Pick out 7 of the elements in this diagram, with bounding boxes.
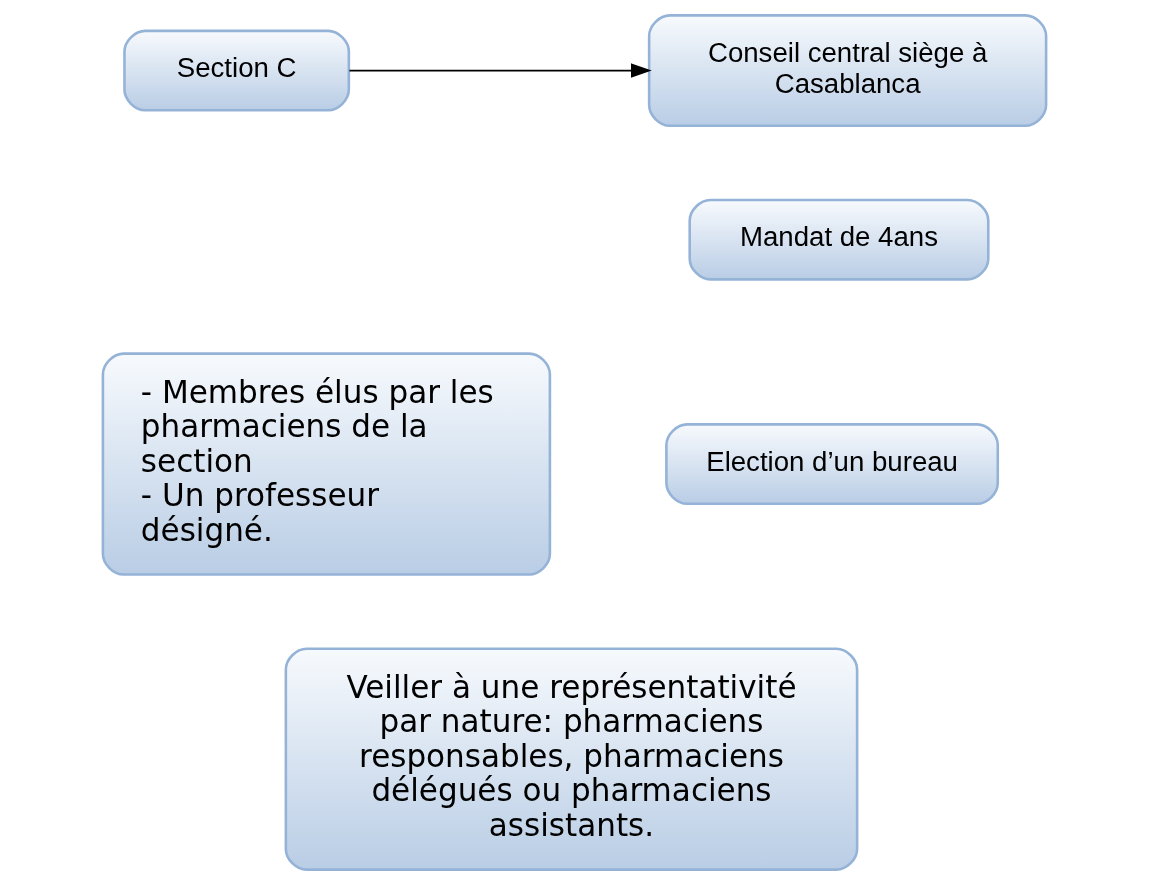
node-box: Conseil central siège à Casablanca (647, 14, 1048, 128)
node-box: Veiller à une représentativité par nature: pharmaciens responsables, pharmaciens délégués ou pharmaciens assistants. (284, 647, 859, 871)
arrow (348, 63, 652, 78)
node-box: - Membres élus par les pharmaciens de la section - Un professeur désigné. (101, 352, 552, 576)
node-box: Election d’un bureau (665, 423, 1000, 506)
node-box: Section C (123, 29, 351, 112)
node-box: Mandat de 4ans (688, 198, 990, 281)
